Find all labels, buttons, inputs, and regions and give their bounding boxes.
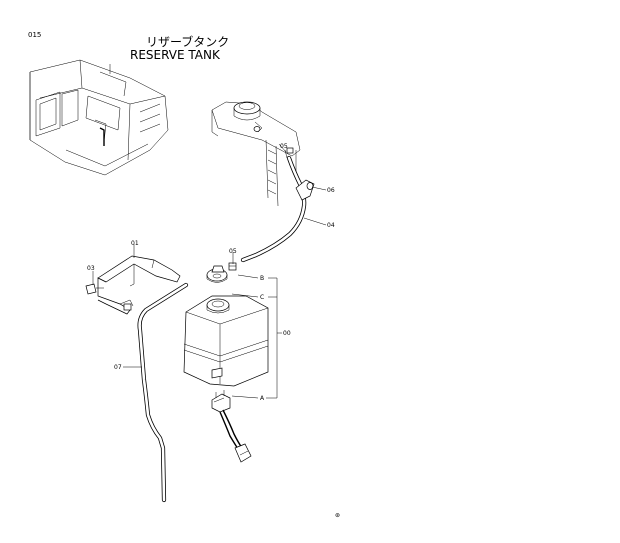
callout-07: 07 [114, 364, 122, 371]
callout-00: 00 [283, 330, 291, 337]
callout-03: 03 [87, 265, 95, 272]
title-japanese: リザーブタンク [146, 34, 229, 49]
pipe-07 [137, 282, 189, 503]
reserve-tank-00 [183, 295, 269, 387]
ref-label-c: C [260, 294, 264, 301]
callout-06: 06 [327, 187, 335, 194]
overflow-hose-04 [240, 155, 315, 263]
page-number: 015 [28, 31, 41, 39]
ref-label-a: A [260, 395, 265, 402]
tank-cap-illustration [206, 262, 237, 283]
callout-leaders [92, 143, 327, 399]
bolt-03 [85, 283, 104, 295]
callout-05-fitting: 05 [229, 248, 237, 255]
title-english: RESERVE TANK [130, 48, 221, 62]
callout-05-radiator: 05 [280, 143, 288, 150]
callout-04: 04 [327, 222, 335, 229]
level-sensor-harness [211, 390, 252, 463]
machine-overview-illustration [29, 59, 169, 176]
radiator-illustration [211, 101, 301, 207]
mounting-bracket-01 [97, 255, 181, 315]
ref-label-b: B [260, 275, 264, 282]
callout-01: 01 [131, 240, 139, 247]
footer-mark: ⊛ [335, 512, 340, 519]
